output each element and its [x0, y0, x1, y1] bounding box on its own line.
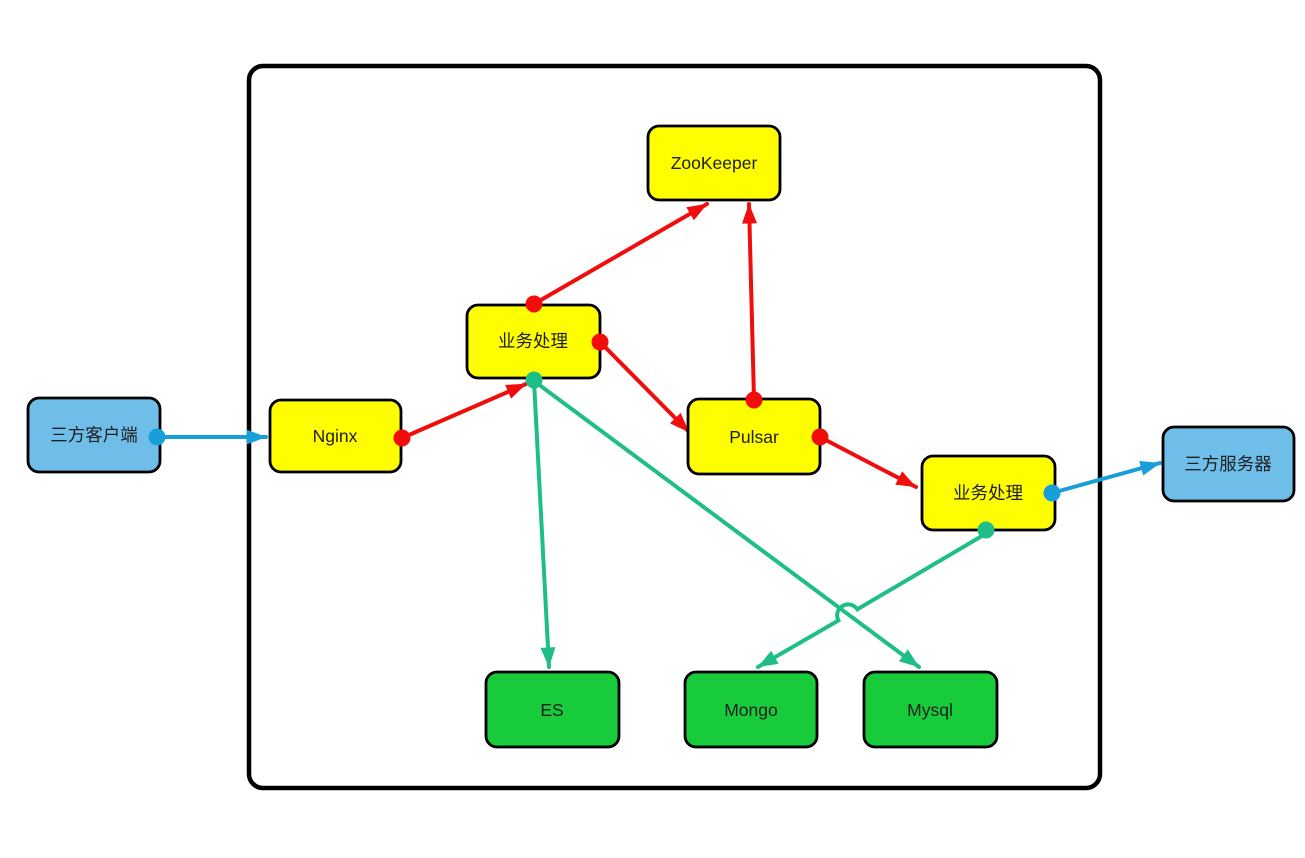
node-nginx-label: Nginx [313, 426, 358, 446]
connection-dot-pulsar-right [811, 428, 829, 446]
node-client-label: 三方客户端 [50, 425, 138, 445]
node-es-label: ES [540, 700, 563, 720]
node-zookeeper: ZooKeeper [646, 124, 782, 202]
node-pulsar: Pulsar [686, 397, 822, 476]
edge-nginx-biz1 [400, 382, 528, 440]
connection-dot-biz1-top [525, 295, 543, 313]
node-client: 三方客户端 [26, 396, 162, 474]
edge-pulsar-biz2 [818, 435, 918, 489]
node-biz-1-label: 业务处理 [498, 331, 568, 351]
node-biz-2-label: 业务处理 [953, 483, 1023, 503]
connection-dot-biz2-bottom [977, 521, 995, 539]
edge-pulsar-zookeeper [742, 202, 757, 401]
node-mysql: Mysql [862, 670, 999, 749]
connection-dot-client-right [148, 428, 166, 446]
edge-biz1-zookeeper [532, 202, 709, 306]
node-nginx: Nginx [268, 398, 403, 474]
node-server-label: 三方服务器 [1184, 454, 1272, 474]
connection-dot-pulsar-top [745, 391, 763, 409]
node-server-box [1161, 425, 1296, 503]
system-boundary [246, 63, 1103, 791]
node-server: 三方服务器 [1161, 425, 1296, 503]
node-mongo-label: Mongo [724, 700, 778, 720]
node-zookeeper-box [646, 124, 782, 202]
node-mongo-box [683, 670, 819, 749]
node-mysql-label: Mysql [907, 700, 953, 720]
node-pulsar-label: Pulsar [729, 427, 779, 447]
connection-dot-biz1-bottom [525, 371, 543, 389]
edge-biz2-server [1050, 460, 1162, 495]
node-es-box [484, 670, 621, 749]
edge-biz1-es [532, 379, 556, 669]
node-zookeeper-label: ZooKeeper [671, 153, 758, 173]
node-mongo: Mongo [683, 670, 819, 749]
node-es: ES [484, 670, 621, 749]
edge-biz1-mysql [532, 379, 921, 669]
edge-biz1-pulsar [598, 340, 691, 434]
edge-biz2-mongo [756, 531, 989, 669]
connection-dot-biz2-right [1043, 484, 1061, 502]
node-biz-1: 业务处理 [465, 303, 602, 380]
connection-dot-biz1-right [591, 333, 609, 351]
connection-dot-nginx-right [393, 429, 411, 447]
node-mysql-box [862, 670, 999, 749]
node-biz-2: 业务处理 [920, 454, 1057, 532]
